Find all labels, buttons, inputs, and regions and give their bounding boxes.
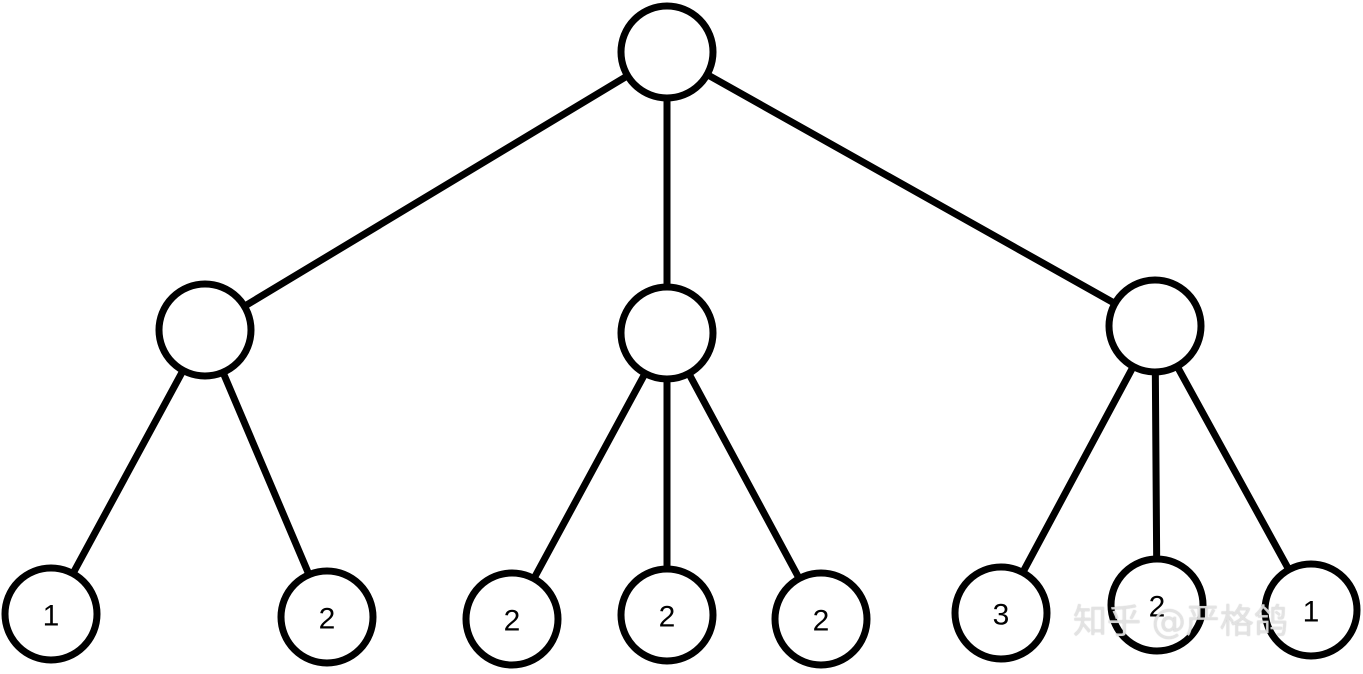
node-label: 2 <box>813 605 830 638</box>
node-circle <box>277 567 377 667</box>
node-label: 3 <box>993 599 1010 632</box>
node-label: 2 <box>1149 591 1166 624</box>
node-c3: 1 <box>1261 560 1361 660</box>
node-circle <box>617 283 717 383</box>
node-circle <box>1105 276 1205 376</box>
edge-b-b1 <box>508 329 671 623</box>
node-c2: 2 <box>1107 555 1207 655</box>
node-circle <box>771 569 871 669</box>
edge-root-c <box>663 48 1159 330</box>
edge-c-c1 <box>997 322 1159 617</box>
node-circle <box>155 280 255 380</box>
node-label: 2 <box>504 605 521 638</box>
node-label: 1 <box>1303 596 1320 629</box>
node-c <box>1105 276 1205 376</box>
node-circle <box>1107 555 1207 655</box>
edge-c-c3 <box>1151 322 1315 614</box>
edge-a-a2 <box>201 326 331 621</box>
node-b2: 2 <box>617 565 717 665</box>
node-circle <box>1261 560 1361 660</box>
node-circle <box>617 565 717 665</box>
node-label: 1 <box>43 600 60 633</box>
node-circle <box>951 563 1051 663</box>
node-circle <box>462 569 562 669</box>
node-a <box>155 280 255 380</box>
edge-root-a <box>201 48 671 334</box>
node-root <box>617 2 717 102</box>
edge-b-b3 <box>663 329 825 623</box>
node-b1: 2 <box>462 569 562 669</box>
edge-a-a1 <box>47 326 209 618</box>
node-circle <box>1 564 101 664</box>
node-c1: 3 <box>951 563 1051 663</box>
node-label: 2 <box>659 601 676 634</box>
node-circle <box>617 2 717 102</box>
node-b3: 2 <box>771 569 871 669</box>
node-a2: 2 <box>277 567 377 667</box>
node-b <box>617 283 717 383</box>
node-a1: 1 <box>1 564 101 664</box>
node-label: 2 <box>319 603 336 636</box>
